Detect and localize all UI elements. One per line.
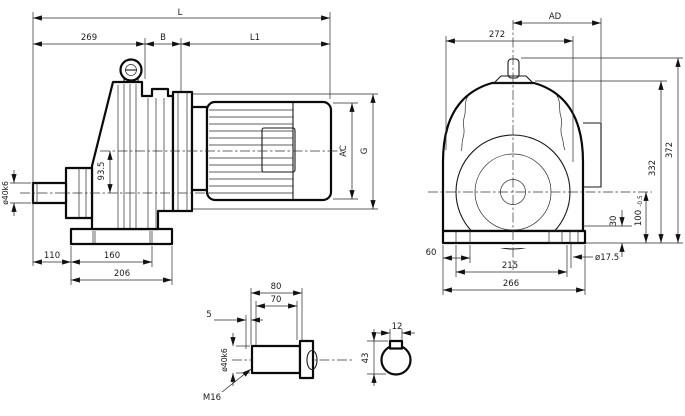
dim-70-label: 70 <box>271 295 282 305</box>
dim-overall-length-label: L <box>178 8 183 18</box>
shaft-detail-dimensions: 80 70 5 ø40k6 M16 <box>203 282 303 403</box>
dim-shaft-dia-label: ø40k6 <box>1 181 10 205</box>
dim-100-tolerance-label: -0.5 <box>638 195 644 207</box>
front-view: AD 272 372 332 100 -0.5 30 ø17.5 <box>426 12 683 295</box>
motor-outline-front <box>583 122 602 188</box>
dim-g-label: G <box>360 148 370 155</box>
thread-callout-label: M16 <box>203 393 221 403</box>
dim-axis-offset-label: 93.5 <box>97 162 107 181</box>
dim-30-label: 30 <box>609 216 619 227</box>
dim-160-label: 160 <box>104 251 120 261</box>
dim-332-label: 332 <box>648 160 658 176</box>
dim-ac-label: AC <box>339 145 349 157</box>
breather-plug <box>507 58 520 79</box>
shaft-end-section <box>306 349 318 371</box>
front-view-dimensions-right: 372 332 100 -0.5 30 ø17.5 <box>521 57 683 268</box>
side-view-dimensions-top: L 269 B L1 <box>32 8 331 266</box>
side-view-dimensions-bottom: 110 160 206 <box>33 246 173 285</box>
gear-housing <box>90 80 175 231</box>
front-view-dimensions-top: AD 272 <box>445 12 602 162</box>
dim-input-length-label: 269 <box>81 33 97 43</box>
shaft-diameter-dim: ø40k6 <box>1 170 31 216</box>
motor-diameter-dims: AC G <box>193 93 378 210</box>
dim-110-label: 110 <box>44 251 60 261</box>
dim-372-label: 372 <box>665 142 675 158</box>
shaft-section-circle <box>380 344 412 376</box>
motor-neck <box>190 105 209 192</box>
casting-lines <box>460 93 566 152</box>
dim-5-label: 5 <box>206 310 211 320</box>
side-view: L 269 B L1 ø40k6 93.5 AC <box>1 8 378 285</box>
dim-key-width-label: 12 <box>392 322 403 332</box>
dim-80-label: 80 <box>271 282 282 292</box>
key-section <box>388 339 404 350</box>
front-view-dimensions-bottom: 60 215 266 <box>426 245 586 295</box>
dim-foot-hole-dia-label: ø17.5 <box>595 253 619 263</box>
foot-section-hatch <box>548 230 563 244</box>
housing-ribs <box>117 84 165 228</box>
plug-flange <box>492 75 535 84</box>
dim-60-label: 60 <box>426 248 437 258</box>
dim-266-label: 266 <box>503 279 519 289</box>
terminal-box <box>261 127 296 173</box>
foot-base <box>69 227 174 246</box>
key-section-view: 12 43 <box>361 322 415 386</box>
dim-key-height-label: 43 <box>361 353 371 364</box>
shaft-detail-body <box>250 344 302 375</box>
dim-b-label: B <box>160 33 166 43</box>
shaft-detail-view: 80 70 5 ø40k6 M16 <box>203 282 352 403</box>
dim-272-label: 272 <box>489 30 505 40</box>
dim-215-label: 215 <box>502 261 518 271</box>
foot-section-hatch <box>569 230 579 244</box>
dim-motor-length-label: L1 <box>250 33 260 43</box>
dim-206-label: 206 <box>114 269 130 279</box>
foot-base-front <box>441 229 587 245</box>
dim-100-label: 100 <box>634 210 644 226</box>
dim-ad-label: AD <box>549 12 562 22</box>
axis-offset-dim: 93.5 <box>97 151 113 193</box>
key-section-dimensions: 12 43 <box>361 322 415 386</box>
side-view-body <box>31 58 333 246</box>
dim-detail-shaft-dia-label: ø40k6 <box>220 348 229 372</box>
